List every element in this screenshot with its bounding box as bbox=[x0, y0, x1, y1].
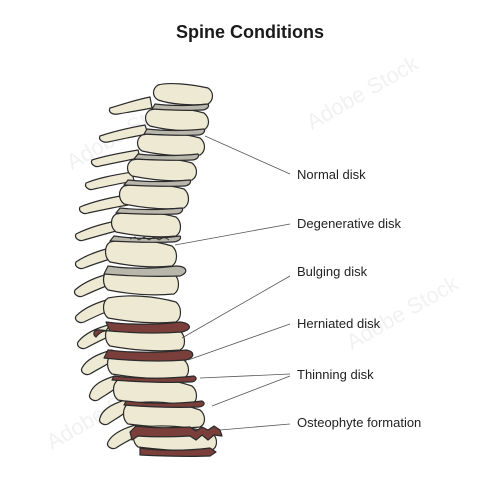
osteophyte-spurs bbox=[129, 425, 223, 441]
herniated-disk-2 bbox=[103, 349, 194, 362]
diagram-title: Spine Conditions bbox=[176, 22, 324, 42]
leader-lines bbox=[174, 135, 291, 431]
osteophyte-disk bbox=[123, 400, 205, 408]
degenerative-disk-cracks bbox=[129, 236, 170, 241]
thinning-disk bbox=[111, 375, 197, 383]
label-degenerative-disk: Degenerative disk bbox=[297, 216, 402, 231]
label-thinning-disk: Thinning disk bbox=[297, 367, 374, 382]
osteophyte-spurs-lower bbox=[139, 447, 217, 458]
label-osteophyte-formation: Osteophyte formation bbox=[297, 415, 422, 430]
label-herniated-disk: Herniated disk bbox=[297, 316, 381, 331]
herniated-disk bbox=[93, 321, 190, 338]
label-normal-disk: Normal disk bbox=[297, 167, 366, 182]
intervertebral-disks bbox=[115, 103, 210, 216]
bulging-disk bbox=[103, 265, 187, 277]
degenerative-disk bbox=[109, 235, 182, 244]
label-bulging-disk: Bulging disk bbox=[297, 264, 368, 279]
